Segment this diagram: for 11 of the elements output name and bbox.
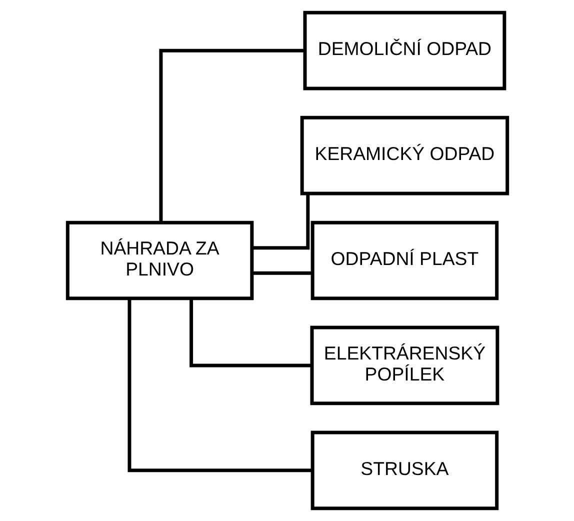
node-box: ODPADNÍ PLAST [310, 220, 498, 300]
connector [252, 271, 312, 275]
node-box: STRUSKA [310, 430, 498, 510]
connector [189, 298, 312, 368]
node-box: ELEKTRÁRENSKÝ POPÍLEK [310, 326, 499, 406]
node-box: DEMOLIČNÍ ODPAD [302, 10, 506, 90]
connector [252, 194, 310, 250]
node-box: NÁHRADA ZA PLNIVO [65, 220, 254, 300]
connector [158, 48, 304, 222]
connector [127, 298, 312, 472]
node-box: KERAMICKÝ ODPAD [300, 116, 509, 196]
